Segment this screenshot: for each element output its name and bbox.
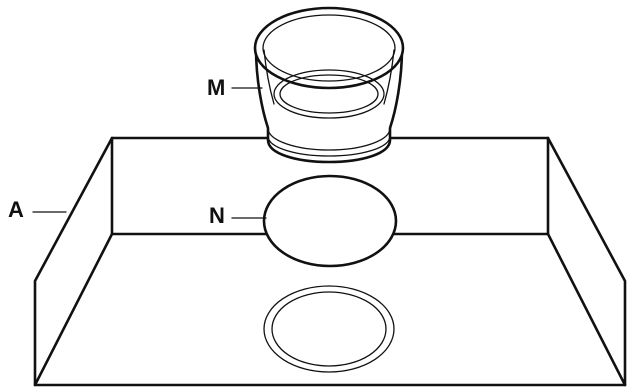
tray-left-wall <box>33 136 114 387</box>
label-m: M <box>207 75 225 100</box>
tray-outline <box>33 136 627 387</box>
opening-oval <box>262 174 398 268</box>
leader-lines <box>32 87 267 219</box>
label-a: A <box>8 197 24 222</box>
seating-ring <box>263 285 395 373</box>
tray-right-wall <box>546 136 627 387</box>
sleeve-part <box>253 6 405 164</box>
label-n: N <box>209 203 225 228</box>
